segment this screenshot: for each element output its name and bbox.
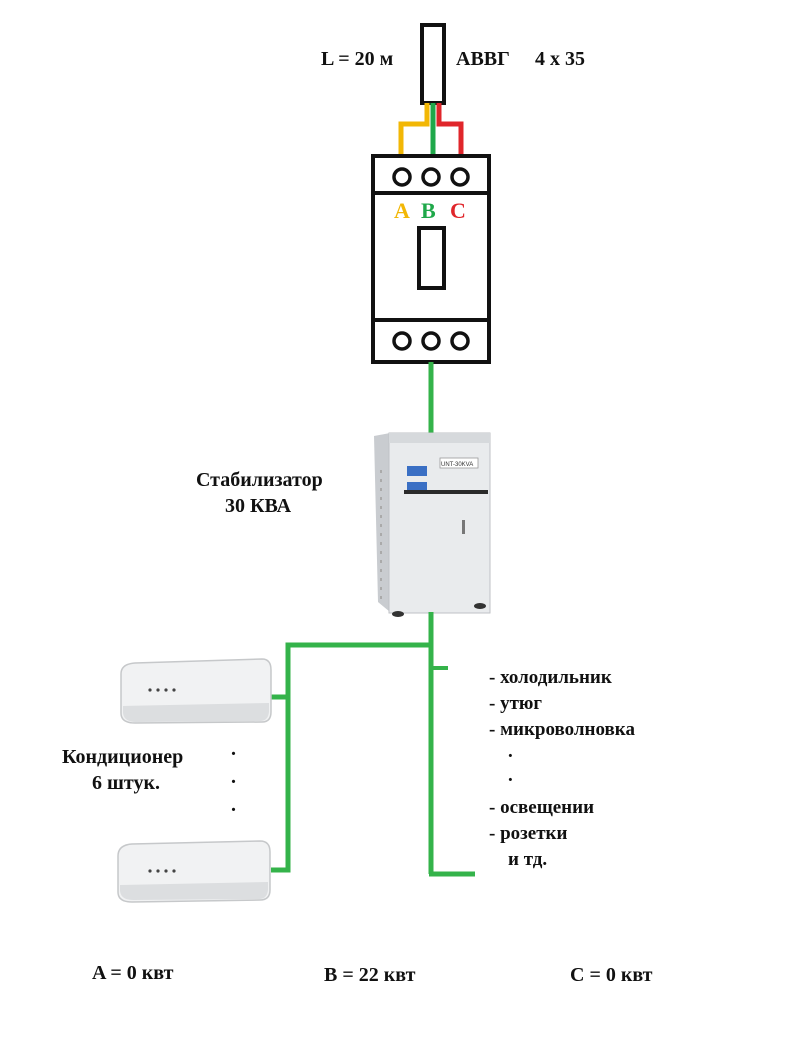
load-item-ellipsis: . — [508, 741, 513, 762]
stabilizer-rating: 30 КВА — [225, 495, 292, 517]
total-phase-c: C = 0 квт — [570, 964, 653, 986]
breaker-terminal-bottom-a — [392, 331, 412, 351]
total-phase-a: A = 0 квт — [92, 962, 174, 984]
ac-count: 6 штук. — [92, 772, 160, 794]
cable-stub — [420, 23, 446, 105]
wire-phase-c — [436, 103, 464, 158]
load-item-ellipsis: . — [508, 765, 513, 786]
ac-ellipsis-dot-1: . — [231, 738, 236, 760]
phase-a-label: A — [394, 198, 410, 223]
stabilizer-panel-text: UNT-30KVA — [441, 462, 473, 468]
cable-type-label: АВВГ — [456, 48, 510, 70]
stabilizer-cabinet — [374, 432, 491, 617]
breaker-handle — [417, 226, 446, 290]
stabilizer-name: Стабилизатор — [196, 469, 323, 491]
breaker-terminal-bottom-b — [421, 331, 441, 351]
ac-ellipsis-dot-2: . — [231, 766, 236, 788]
ac-ellipsis-dot-3: . — [231, 794, 236, 816]
wire-ac-branch — [271, 642, 431, 873]
phase-c-label: C — [450, 198, 466, 223]
ac-name: Кондиционер — [62, 746, 184, 768]
breaker-terminal-top-c — [450, 167, 470, 187]
cable-size-label: 4 х 35 — [535, 48, 585, 70]
phase-b-label: B — [421, 198, 436, 223]
total-phase-b: B = 22 квт — [324, 964, 416, 986]
cable-length-label: L = 20 м — [321, 48, 394, 70]
load-item: - холодильник — [489, 667, 612, 688]
load-item: и тд. — [508, 849, 548, 870]
wire-phase-a — [398, 103, 430, 158]
breaker-terminal-top-a — [392, 167, 412, 187]
air-conditioner-top — [120, 658, 272, 724]
air-conditioner-bottom — [117, 840, 271, 903]
breaker-terminal-top-b — [421, 167, 441, 187]
load-item: - освещении — [489, 797, 595, 818]
load-item: - утюг — [489, 693, 543, 714]
load-item: - микроволновка — [489, 719, 635, 740]
breaker-terminal-bottom-c — [450, 331, 470, 351]
load-item: - розетки — [489, 823, 568, 844]
